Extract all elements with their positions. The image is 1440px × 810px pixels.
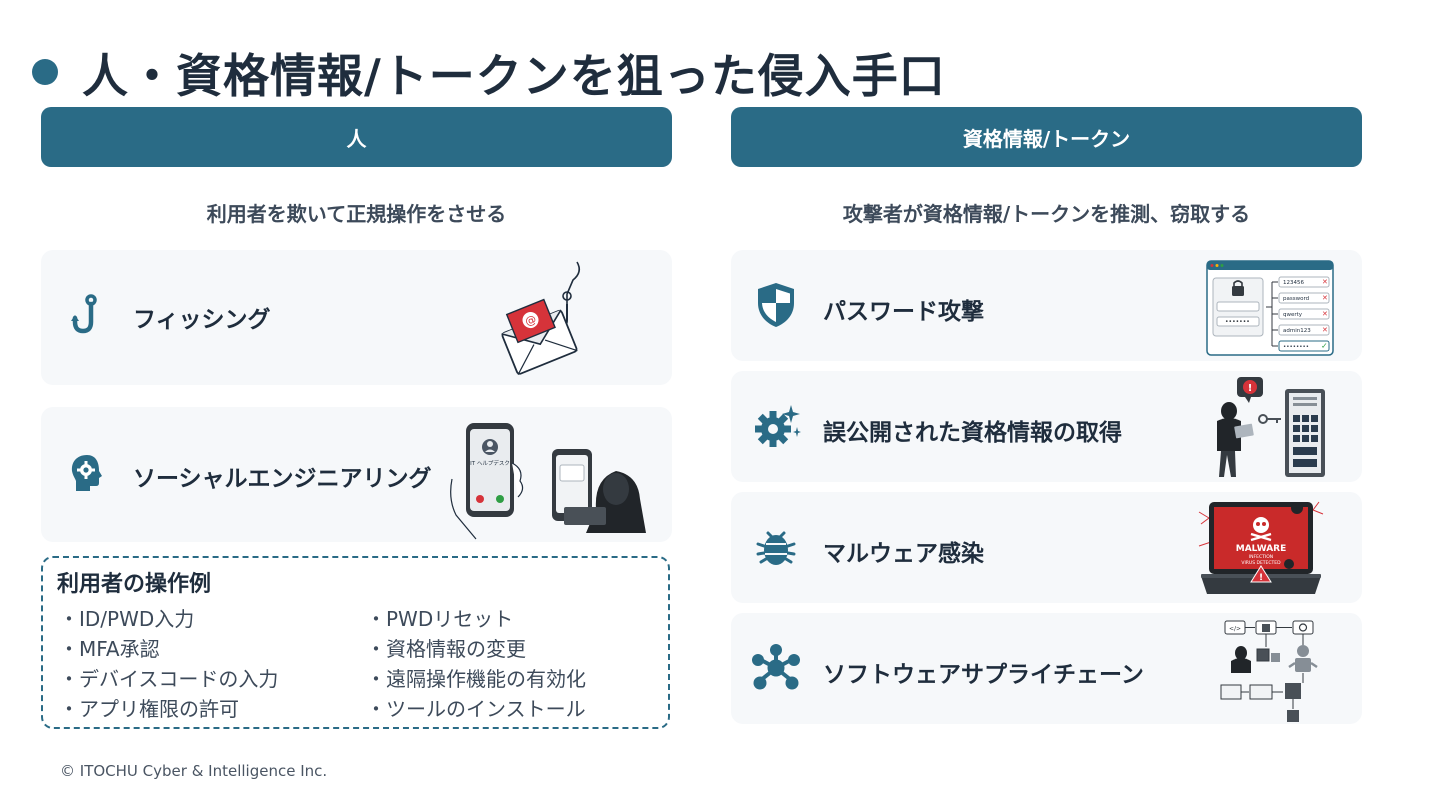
svg-text:✕: ✕: [1322, 294, 1328, 302]
operation-item: 遠隔操作機能の有効化: [366, 664, 586, 694]
password-candidate: qwerty: [1283, 312, 1303, 318]
helpdesk-screen-text: IT ヘルプデスク: [470, 459, 510, 467]
phishing-email-illustration: @: [501, 258, 631, 382]
operations-title: 利用者の操作例: [57, 572, 212, 597]
svg-text:✕: ✕: [1322, 310, 1328, 318]
malware-screen-line1: INFECTION: [1249, 554, 1273, 560]
gear-sparkle-icon: [753, 403, 801, 453]
password-attack-illustration: ••••••• 123456 ✕ password ✕ qwerty ✕ adm…: [1206, 260, 1334, 360]
operation-item: デバイスコードの入力: [59, 664, 278, 694]
user-operation-examples: 利用者の操作例 ID/PWD入力 MFA承認 デバイスコードの入力 アプリ権限の…: [41, 556, 670, 729]
operation-item: MFA承認: [59, 634, 278, 664]
column-header-credentials: 資格情報/トークン: [731, 107, 1362, 167]
operations-list-1: ID/PWD入力 MFA承認 デバイスコードの入力 アプリ権限の許可: [59, 604, 278, 724]
svg-text:!: !: [1248, 383, 1253, 394]
password-candidate: admin123: [1283, 328, 1311, 334]
card-malware: マルウェア感染 MALWARE INFECTION VIRUS DETECTED…: [731, 492, 1362, 603]
svg-text:•••••••: •••••••: [1225, 319, 1250, 326]
svg-text:✕: ✕: [1322, 326, 1328, 334]
operation-item: アプリ権限の許可: [59, 694, 278, 724]
card-label: マルウェア感染: [823, 541, 984, 567]
svg-text:@: @: [523, 312, 538, 328]
card-label: フィッシング: [133, 307, 271, 333]
supply-chain-illustration: </>: [1215, 617, 1325, 727]
card-supply-chain: ソフトウェアサプライチェーン </>: [731, 613, 1362, 724]
card-label: ソフトウェアサプライチェーン: [823, 662, 1144, 688]
card-label: 誤公開された資格情報の取得: [823, 420, 1122, 446]
fishhook-icon: [69, 294, 105, 338]
page-title: 人・資格情報/トークンを狙った侵入手口: [82, 49, 946, 103]
helpdesk-call-illustration: IT ヘルプデスク: [446, 419, 646, 545]
password-candidate: password: [1283, 296, 1309, 302]
operation-item: ツールのインストール: [366, 694, 586, 724]
operation-item: ID/PWD入力: [59, 604, 278, 634]
svg-text:</>: </>: [1229, 626, 1241, 633]
column-subtitle-person: 利用者を欺いて正規操作をさせる: [206, 202, 507, 226]
svg-text:!: !: [1259, 573, 1263, 583]
card-label: パスワード攻撃: [823, 299, 984, 325]
malware-screen-line2: VIRUS DETECTED: [1241, 560, 1281, 566]
card-social-engineering: ソーシャルエンジニアリング IT ヘルプデスク: [41, 407, 672, 542]
head-gear-icon: [69, 453, 107, 497]
malware-screen-title: MALWARE: [1236, 544, 1287, 554]
hacker-server-illustration: !: [1211, 377, 1331, 483]
operations-list-2: PWDリセット 資格情報の変更 遠隔操作機能の有効化 ツールのインストール: [366, 604, 586, 724]
card-leaked-credentials: 誤公開された資格情報の取得 !: [731, 371, 1362, 482]
password-candidate: ••••••••: [1283, 344, 1309, 350]
operation-item: PWDリセット: [366, 604, 586, 634]
svg-text:✕: ✕: [1322, 278, 1328, 286]
password-candidate: 123456: [1283, 280, 1304, 286]
column-header-person: 人: [41, 107, 672, 167]
column-subtitle-credentials: 攻撃者が資格情報/トークンを推測、窃取する: [842, 202, 1251, 226]
network-hub-icon: [751, 644, 801, 696]
bug-icon: [755, 526, 797, 572]
copyright-footer: © ITOCHU Cyber & Intelligence Inc.: [60, 762, 328, 780]
card-phishing: フィッシング @: [41, 250, 672, 385]
shield-icon: [755, 281, 797, 333]
card-label: ソーシャルエンジニアリング: [133, 466, 432, 492]
title-bullet: [32, 59, 58, 85]
malware-laptop-illustration: MALWARE INFECTION VIRUS DETECTED !: [1197, 492, 1327, 602]
card-password-attack: パスワード攻撃 ••••••• 123456 ✕ password ✕ qwer…: [731, 250, 1362, 361]
operation-item: 資格情報の変更: [366, 634, 586, 664]
svg-text:✓: ✓: [1321, 342, 1328, 351]
